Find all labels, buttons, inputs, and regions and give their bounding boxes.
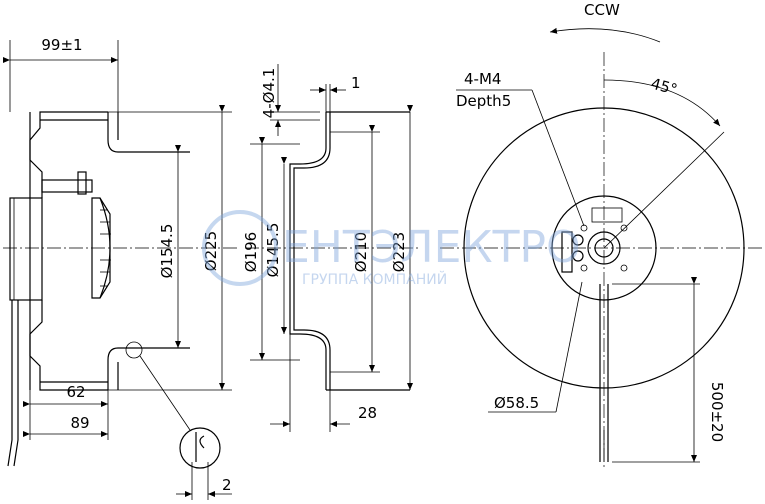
dia-154-5-label: Ø154.5	[158, 224, 176, 279]
side-view: 99±1 Ø225 Ø154.5	[3, 36, 240, 500]
rotation-label: CCW	[584, 1, 620, 19]
cable-length-label: 500±20	[708, 382, 726, 442]
hub-outline	[551, 195, 657, 301]
depth-label: 28	[358, 404, 377, 422]
watermark-subtitle: ГРУППА КОМПАНИЙ	[302, 270, 447, 288]
screws-label: 4-M4	[464, 70, 501, 88]
impeller-disk	[463, 107, 745, 389]
dia-210-label: Ø210	[352, 232, 370, 272]
front-view: CCW 4-M4 Depth5 45° Ø58.5	[440, 1, 765, 470]
holes-label: 4-Ø4.1	[260, 68, 278, 119]
rotation-arrow	[549, 27, 661, 43]
detail-gap-label: 2	[222, 476, 232, 494]
screw-depth-label: Depth5	[456, 92, 511, 110]
hub-dia-label: Ø58.5	[494, 394, 539, 412]
dia-223-label: Ø223	[390, 232, 408, 272]
dim-62-label: 62	[66, 383, 85, 401]
section-view: 4-Ø4.1 1 Ø196 Ø145.5 Ø210 Ø223 28	[242, 64, 420, 432]
watermark: ЕНТЭЛЕКТРО ГРУППА КОМПАНИЙ	[202, 210, 581, 288]
dia-145-5-label: Ø145.5	[264, 223, 282, 278]
watermark-title: ЕНТЭЛЕКТРО	[282, 222, 581, 273]
detail-circle	[179, 427, 221, 469]
thickness-label: 1	[351, 74, 361, 92]
overall-width-label: 99±1	[41, 36, 82, 54]
dia-196-label: Ø196	[242, 232, 260, 272]
watermark-logo-icon	[202, 210, 278, 286]
angle-label: 45°	[649, 74, 679, 98]
detail-marker	[125, 341, 143, 359]
dim-89-label: 89	[70, 414, 89, 432]
dia-225-label: Ø225	[202, 231, 220, 271]
